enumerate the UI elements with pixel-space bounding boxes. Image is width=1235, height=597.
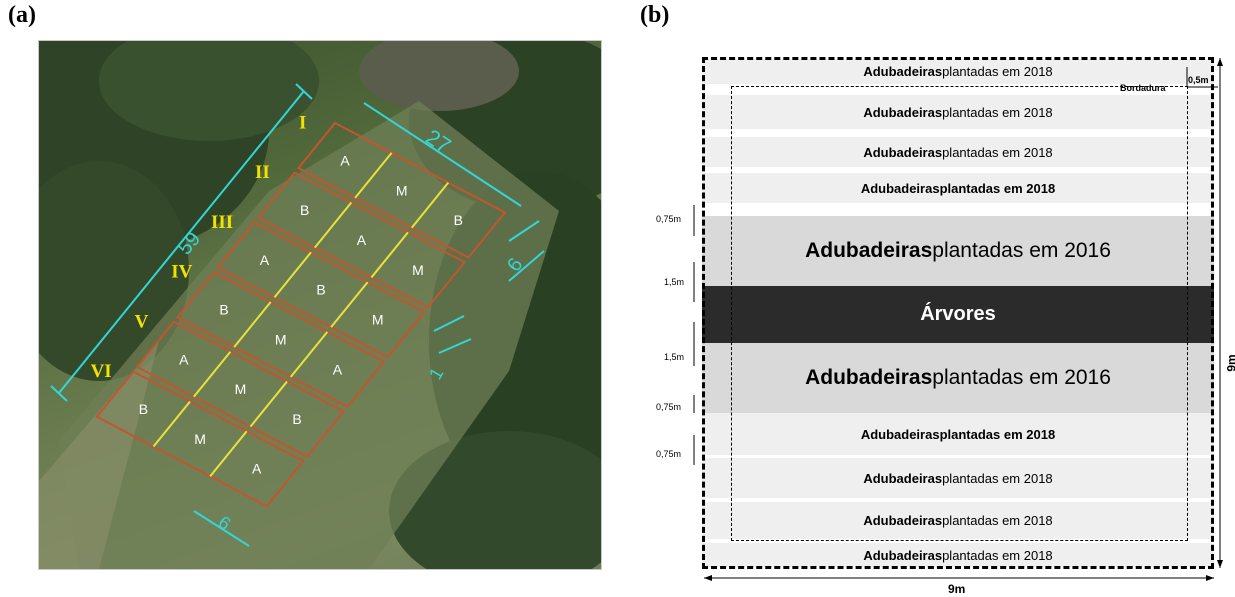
row-2018-8: Adubadeiras plantadas em 2018 <box>702 543 1214 567</box>
row-species: Adubadeiras <box>863 513 943 528</box>
spacing-label: 1,5m <box>664 352 685 362</box>
plot-treatment-label: B <box>316 282 325 298</box>
planting-schema: Adubadeiras plantadas em 2018 Adubadeira… <box>620 40 1235 597</box>
plot-divider <box>249 380 288 428</box>
panel-a-label: (a) <box>8 2 36 28</box>
plot-treatment-label: B <box>292 411 301 427</box>
row-2016-2: Adubadeiras plantadas em 2016 <box>702 343 1214 413</box>
row-detail: plantadas em 2018 <box>942 144 1053 160</box>
row-detail: plantadas em 2016 <box>932 366 1111 389</box>
row-detail: plantadas em 2018 <box>942 547 1053 563</box>
row-detail: plantadas em 2018 <box>942 470 1053 486</box>
row-detail: plantadas em 2016 <box>932 239 1111 262</box>
plot-treatment-label: B <box>139 401 148 417</box>
plot-divider <box>209 430 248 477</box>
plot-treatment-label: A <box>260 252 270 268</box>
block-number-label: VI <box>91 361 112 382</box>
row-2018-6: Adubadeiras plantadas em 2018 <box>702 458 1214 498</box>
row-2018-2: Adubadeiras plantadas em 2018 <box>702 95 1214 129</box>
block-number-label: V <box>135 311 149 332</box>
row-species: Adubadeiras <box>805 366 933 389</box>
plot-grid: A M B B A M A B M B M A A M B B M A <box>95 121 507 508</box>
row-species: Adubadeiras <box>863 64 943 79</box>
plot-treatment-label: B <box>454 212 463 228</box>
plot-treatment-label: M <box>412 262 424 278</box>
block-number-label: II <box>255 162 270 183</box>
plot-divider <box>354 152 393 199</box>
plot-treatment-label: M <box>396 182 408 198</box>
plot-divider <box>233 301 272 348</box>
row-2018-4: Adubadeiras plantadas em 2018 <box>702 173 1214 203</box>
plot-treatment-label: M <box>275 331 287 347</box>
spacing-label: 0,75m <box>656 449 682 459</box>
panel-b-label: (b) <box>640 2 670 28</box>
row-species: Adubadeiras <box>863 144 943 160</box>
row-trees: Árvores <box>702 286 1214 343</box>
inner-dashed-border <box>731 86 1188 541</box>
plot-treatment-label: A <box>179 351 189 367</box>
row-2018-1: Adubadeiras plantadas em 2018 <box>702 59 1214 84</box>
row-detail: plantadas em 2018 <box>939 426 1056 442</box>
spacing-label: 0,75m <box>656 402 682 412</box>
plot-treatment-label: M <box>194 431 206 447</box>
plot-treatment-label: A <box>333 361 343 377</box>
bordadura-label: Bordadura <box>1120 83 1166 93</box>
row-species: Adubadeiras <box>863 104 943 120</box>
side-dimension: 9m <box>1224 354 1235 372</box>
plot-divider <box>193 351 232 398</box>
row-detail: plantadas em 2018 <box>942 104 1053 120</box>
row-species: Adubadeiras <box>805 239 933 262</box>
block-number-label: III <box>211 212 233 233</box>
row-detail: plantadas em 2018 <box>939 180 1056 196</box>
plot-treatment-label: A <box>252 461 262 477</box>
row-2018-3: Adubadeiras plantadas em 2018 <box>702 137 1214 167</box>
plot-divider <box>273 251 312 298</box>
row-species: Adubadeiras <box>860 426 940 442</box>
plot-treatment-label: M <box>372 312 384 328</box>
block-number-label: IV <box>171 262 192 283</box>
row-2018-7: Adubadeiras plantadas em 2018 <box>702 502 1214 539</box>
plot-divider <box>152 400 191 448</box>
spacing-label: 0,75m <box>656 214 682 224</box>
plot-divider <box>410 182 450 229</box>
field-area <box>39 101 559 569</box>
row-species: Adubadeiras <box>863 470 943 486</box>
block-outline <box>256 171 467 309</box>
block-outline <box>135 320 346 458</box>
block-outline <box>95 370 305 508</box>
block-number-label: I <box>299 113 306 134</box>
row-species: Adubadeiras <box>863 547 943 563</box>
bordadura-width: 0,5m <box>1188 75 1209 85</box>
bottom-dimension: 9m <box>948 582 966 596</box>
outer-dashed-border <box>702 57 1214 569</box>
plot-divider <box>290 331 329 378</box>
row-detail: plantadas em 2018 <box>942 64 1053 79</box>
row-2016-1: Adubadeiras plantadas em 2016 <box>702 216 1214 286</box>
row-detail: plantadas em 2018 <box>942 513 1053 528</box>
spacing-label: 1,5m <box>664 277 685 287</box>
plot-divider <box>330 281 369 328</box>
plot-treatment-label: A <box>357 232 367 248</box>
row-2018-5: Adubadeiras plantadas em 2018 <box>702 413 1214 455</box>
plot-treatment-label: M <box>235 381 247 397</box>
dimension-arrows <box>693 58 1223 581</box>
plot-treatment-label: A <box>340 152 350 168</box>
plot-treatment-label: B <box>219 302 228 318</box>
plot-divider <box>370 231 409 279</box>
plot-divider <box>314 201 353 249</box>
plot-treatment-label: B <box>300 202 309 218</box>
row-detail: Árvores <box>920 303 996 325</box>
row-species: Adubadeiras <box>860 180 940 196</box>
tree-canopy-top-left <box>39 41 319 381</box>
